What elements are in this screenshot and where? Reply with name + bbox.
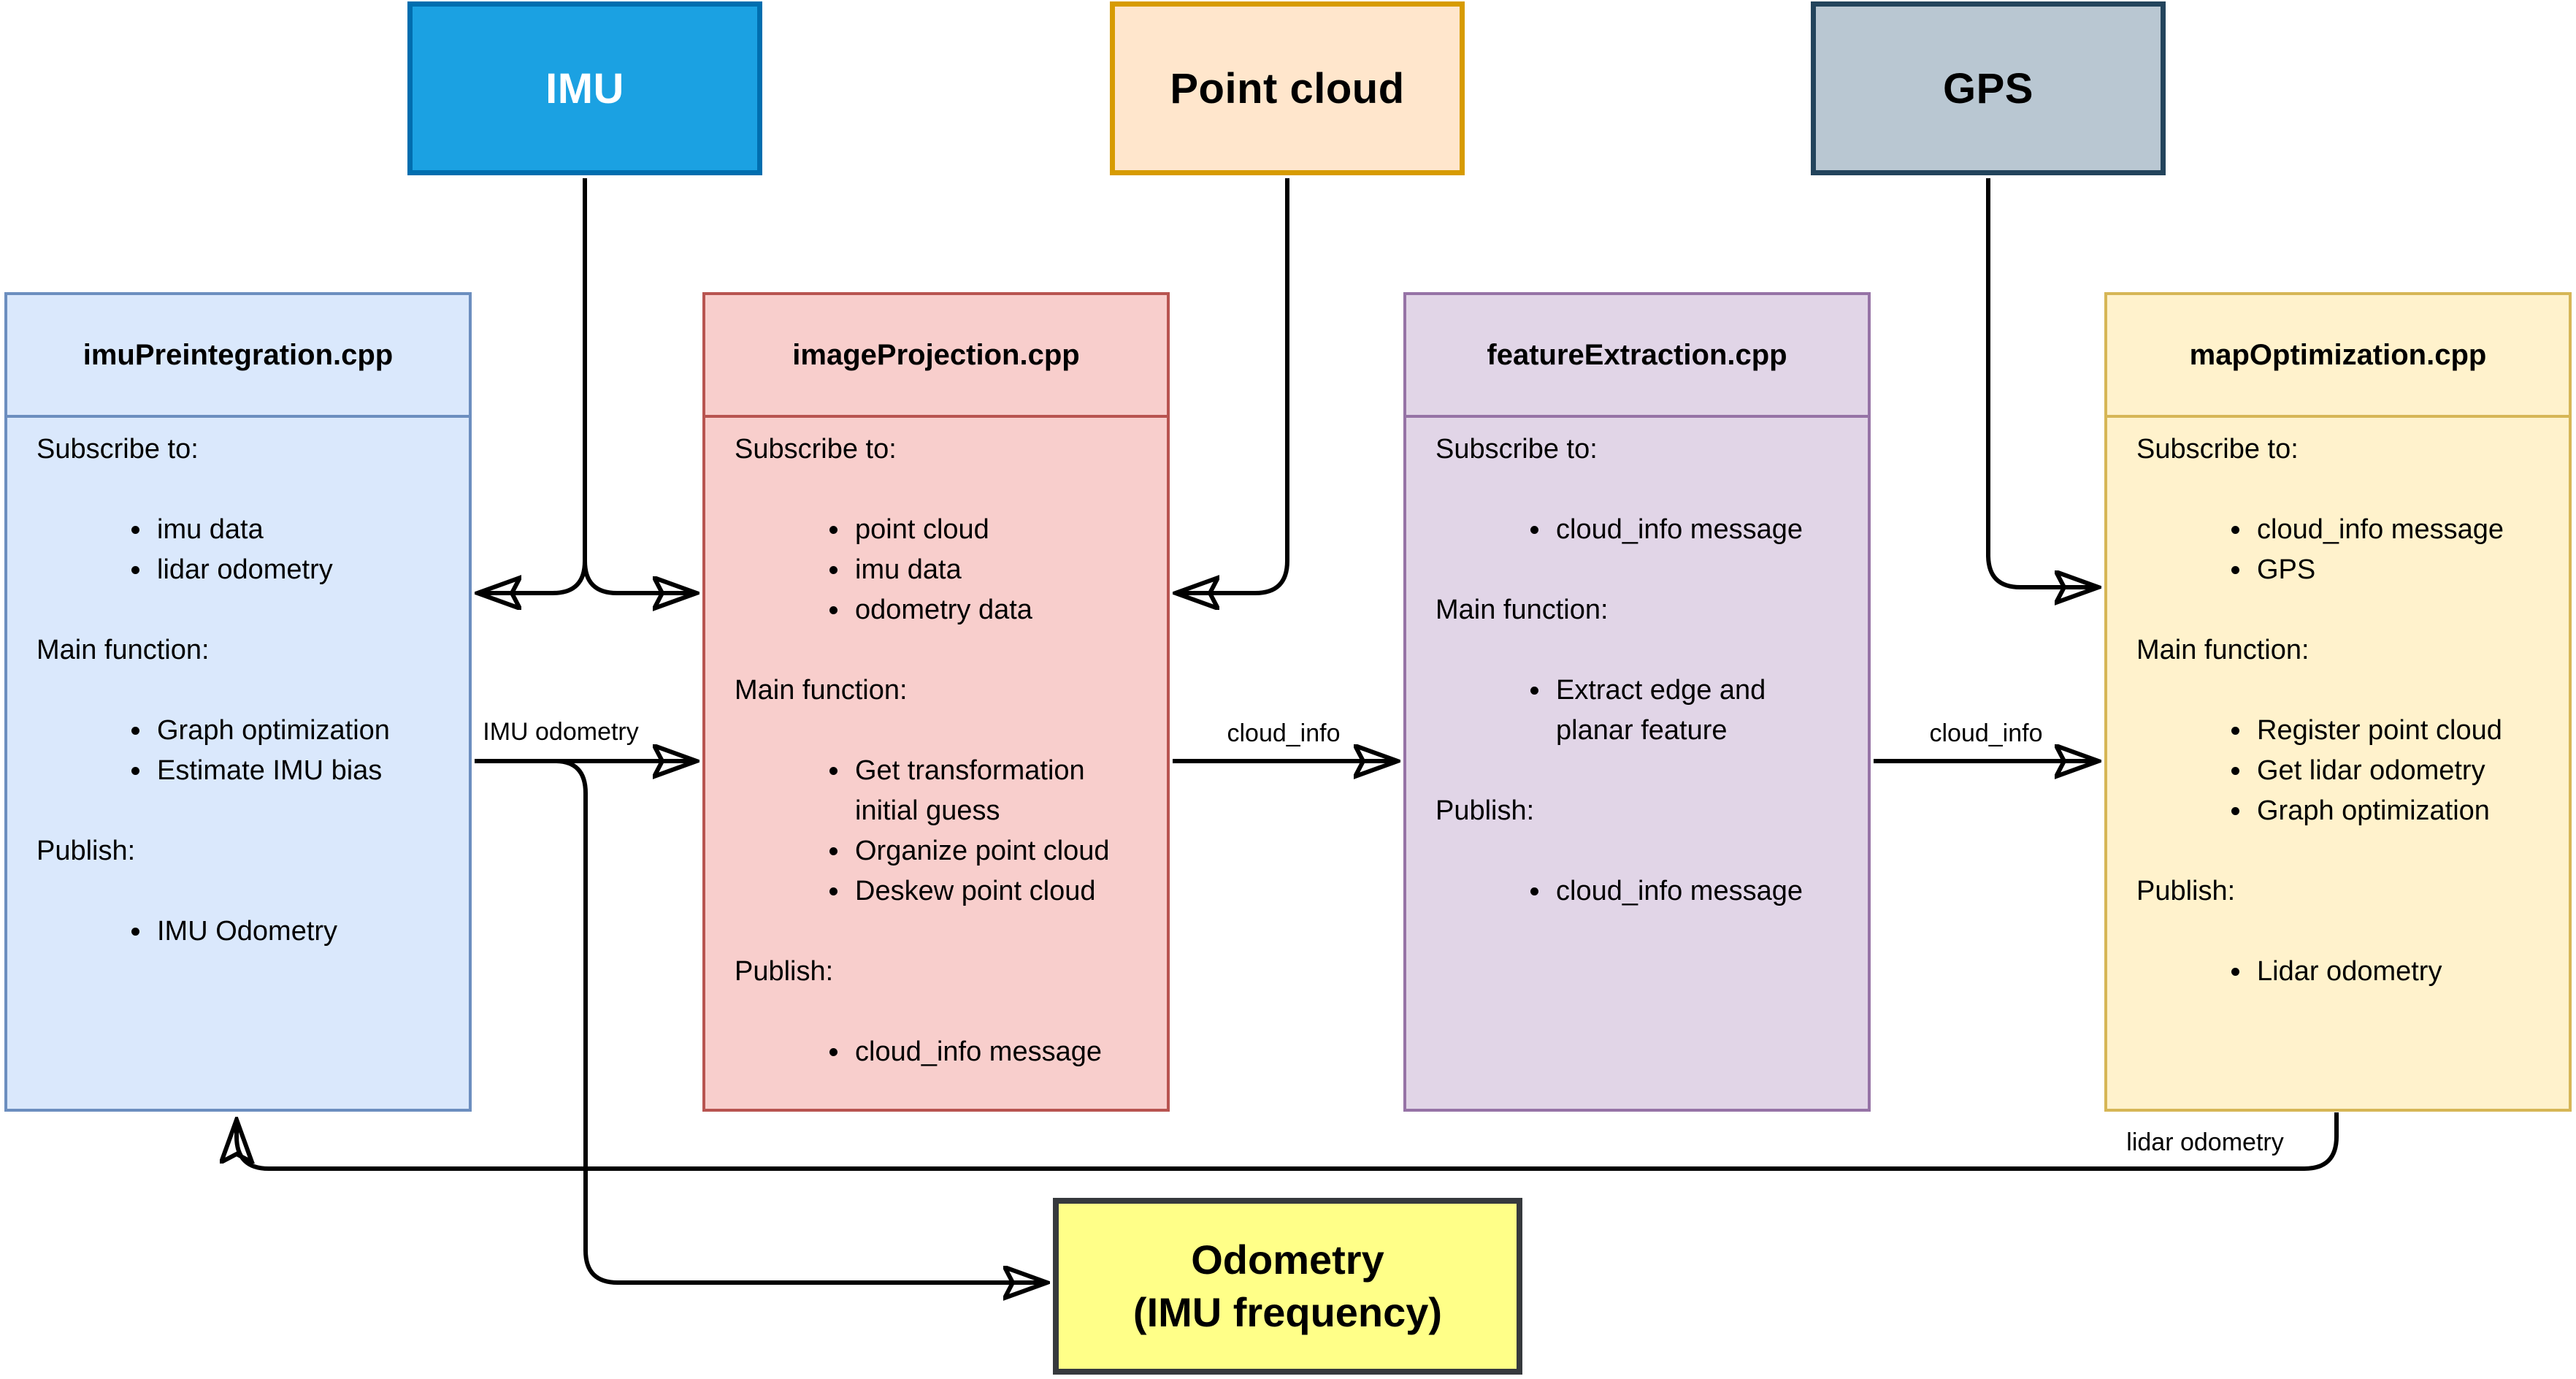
module-section: Subscribe to: imu datalidar odometry	[32, 429, 450, 590]
module-node: mapOptimization.cpp Subscribe to: cloud_…	[2104, 292, 2572, 1112]
bullet-item: lidar odometry	[153, 550, 450, 590]
bullet-item: Get lidar odometry	[2253, 751, 2550, 791]
source-node-label: GPS	[1943, 64, 2033, 112]
source-node: IMU	[407, 1, 762, 175]
section-bullet-list: imu datalidar odometry	[32, 510, 450, 590]
odometry-output-label-line2: (IMU frequency)	[1132, 1289, 1443, 1335]
module-section: Publish: cloud_info message	[1431, 791, 1849, 912]
bullet-item: Graph optimization	[2253, 791, 2550, 831]
section-label: Subscribe to:	[735, 434, 897, 465]
bullet-item: Lidar odometry	[2253, 952, 2550, 992]
wire-imu-to-imageprojection	[583, 560, 695, 593]
module-body: Subscribe to: cloud_info messageGPS Main…	[2107, 418, 2569, 1112]
source-node: Point cloud	[1110, 1, 1465, 175]
section-label: Main function:	[2136, 635, 2309, 665]
section-bullet-list: IMU Odometry	[32, 912, 450, 952]
bullet-item: cloud_info message	[851, 1032, 1148, 1072]
module-section: Publish: IMU Odometry	[32, 831, 450, 952]
module-title: featureExtraction.cpp	[1406, 295, 1868, 418]
odometry-output-node: Odometry (IMU frequency)	[1053, 1198, 1522, 1375]
section-label: Main function:	[37, 635, 210, 665]
bullet-item: Organize point cloud	[851, 831, 1148, 871]
section-bullet-list: point cloudimu dataodometry data	[730, 510, 1148, 630]
section-bullet-list: Graph optimizationEstimate IMU bias	[32, 711, 450, 791]
bullet-item: cloud_info message	[1552, 871, 1849, 912]
bullet-item: point cloud	[851, 510, 1148, 550]
bullet-item: imu data	[153, 510, 450, 550]
bullet-item: Extract edge and planar feature	[1552, 671, 1849, 751]
section-bullet-list: Lidar odometry	[2132, 952, 2550, 992]
section-label: Main function:	[735, 675, 908, 706]
source-node-label: IMU	[545, 64, 624, 112]
module-section: Main function: Register point cloudGet l…	[2132, 630, 2550, 831]
module-node: featureExtraction.cpp Subscribe to: clou…	[1403, 292, 1871, 1112]
bullet-item: IMU Odometry	[153, 912, 450, 952]
module-section: Main function: Graph optimizationEstimat…	[32, 630, 450, 791]
bullet-item: Graph optimization	[153, 711, 450, 751]
section-label: Subscribe to:	[2136, 434, 2299, 465]
wire-imu-to-imupreintegration	[479, 560, 587, 593]
source-node-label: Point cloud	[1170, 64, 1405, 112]
wire-lidar-odometry-feedback	[237, 1112, 2339, 1171]
section-label: Publish:	[735, 956, 834, 987]
module-section: Main function: Get transformation initia…	[730, 671, 1148, 912]
module-node: imuPreintegration.cpp Subscribe to: imu …	[4, 292, 472, 1112]
edge-label-cloud-info-image-to-feature: cloud_info	[1222, 719, 1345, 748]
section-bullet-list: Register point cloudGet lidar odometryGr…	[2132, 711, 2550, 831]
module-section: Main function: Extract edge and planar f…	[1431, 590, 1849, 751]
bullet-item: cloud_info message	[1552, 510, 1849, 550]
section-bullet-list: cloud_info messageGPS	[2132, 510, 2550, 590]
bullet-item: odometry data	[851, 590, 1148, 630]
section-label: Publish:	[37, 836, 136, 866]
section-label: Subscribe to:	[1435, 434, 1598, 465]
wire-pointcloud-to-imageprojection	[1177, 178, 1289, 593]
module-body: Subscribe to: point cloudimu dataodometr…	[705, 418, 1167, 1112]
bullet-item: Estimate IMU bias	[153, 751, 450, 791]
bullet-item: cloud_info message	[2253, 510, 2550, 550]
module-section: Subscribe to: point cloudimu dataodometr…	[730, 429, 1148, 630]
section-label: Subscribe to:	[37, 434, 199, 465]
module-body: Subscribe to: imu datalidar odometry Mai…	[7, 418, 469, 1112]
module-title: mapOptimization.cpp	[2107, 295, 2569, 418]
section-label: Publish:	[1435, 795, 1535, 826]
wire-gps-to-mapoptimization	[1986, 178, 2097, 587]
bullet-item: Get transformation initial guess	[851, 751, 1148, 831]
section-bullet-list: cloud_info message	[1431, 871, 1849, 912]
bullet-item: GPS	[2253, 550, 2550, 590]
module-section: Publish: cloud_info message	[730, 952, 1148, 1072]
module-section: Subscribe to: cloud_info messageGPS	[2132, 429, 2550, 590]
module-title: imuPreintegration.cpp	[7, 295, 469, 418]
section-bullet-list: Extract edge and planar feature	[1431, 671, 1849, 751]
odometry-output-label-line1: Odometry	[1191, 1237, 1384, 1283]
section-bullet-list: Get transformation initial guessOrganize…	[730, 751, 1148, 912]
edge-label-imu-odometry: IMU odometry	[478, 717, 643, 746]
source-node: GPS	[1811, 1, 2166, 175]
module-section: Subscribe to: cloud_info message	[1431, 429, 1849, 550]
section-bullet-list: cloud_info message	[730, 1032, 1148, 1072]
section-bullet-list: cloud_info message	[1431, 510, 1849, 550]
edge-label-lidar-odometry: lidar odometry	[2122, 1128, 2288, 1157]
module-body: Subscribe to: cloud_info message Main fu…	[1406, 418, 1868, 1112]
bullet-item: imu data	[851, 550, 1148, 590]
module-section: Publish: Lidar odometry	[2132, 871, 2550, 992]
module-title: imageProjection.cpp	[705, 295, 1167, 418]
section-label: Publish:	[2136, 876, 2236, 906]
module-node: imageProjection.cpp Subscribe to: point …	[702, 292, 1170, 1112]
bullet-item: Deskew point cloud	[851, 871, 1148, 912]
edge-label-cloud-info-feature-to-map: cloud_info	[1925, 719, 2047, 748]
section-label: Main function:	[1435, 595, 1609, 625]
bullet-item: Register point cloud	[2253, 711, 2550, 751]
